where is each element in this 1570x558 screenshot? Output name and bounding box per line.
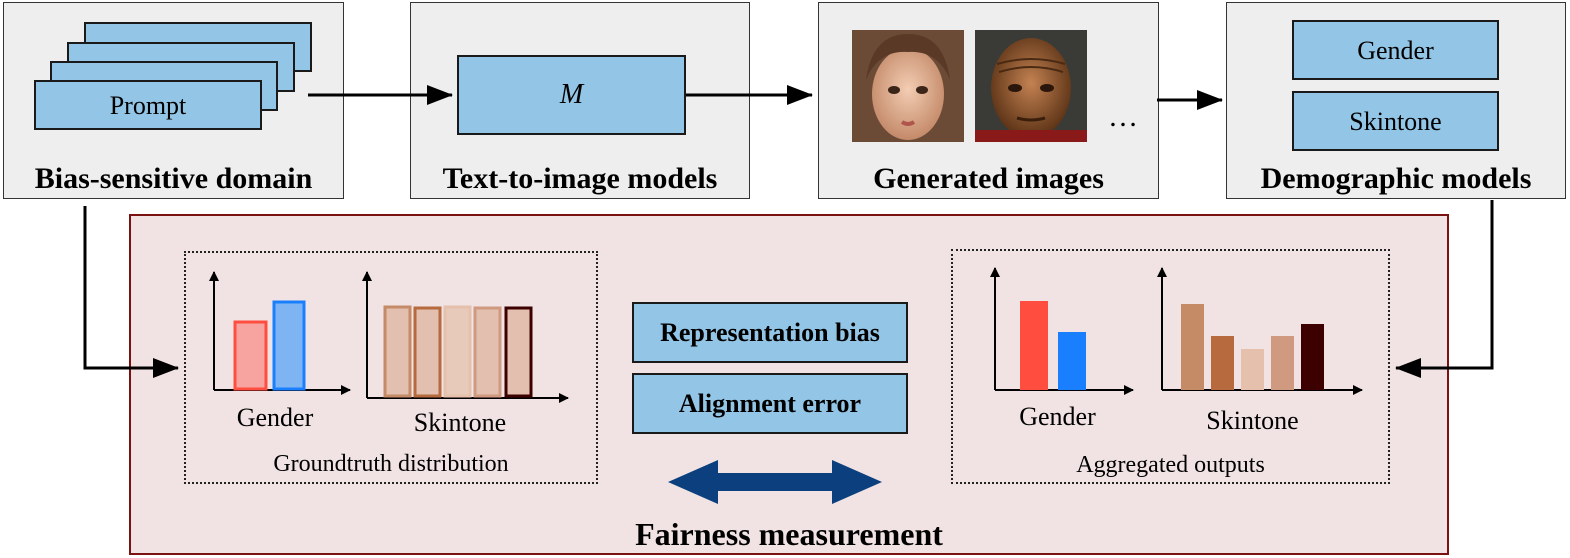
groundtruth-caption: Groundtruth distribution <box>273 451 509 477</box>
representation-bias-label: Representation bias <box>660 318 880 347</box>
prompt-card: Prompt <box>34 80 262 130</box>
agg-gender-bar-female <box>1020 301 1048 390</box>
gt-skintone-bar-1 <box>383 305 412 398</box>
alignment-error-label: Alignment error <box>678 389 862 418</box>
model-symbol: M <box>559 79 584 110</box>
agg-skintone-bar-5 <box>1301 324 1324 390</box>
arrow-demographic-to-aggregated <box>1395 200 1494 378</box>
aggregated-gender-label: Gender <box>1019 402 1096 431</box>
alignment-error-box: Alignment error <box>632 373 908 434</box>
agg-gender-bar-male <box>1058 332 1086 390</box>
gt-skintone-bar-5 <box>504 306 533 398</box>
gt-gender-bar-female <box>233 320 268 391</box>
prompt-label: Prompt <box>109 91 187 120</box>
gt-gender-bar-male <box>272 300 306 391</box>
gt-skintone-bar-3 <box>443 305 472 398</box>
arrow-domain-to-groundtruth <box>83 206 179 378</box>
aggregated-caption: Aggregated outputs <box>1076 452 1265 478</box>
generated-title: Generated images <box>873 162 1104 195</box>
demographic-gender-box: Gender <box>1292 20 1499 80</box>
groundtruth-box <box>184 251 598 484</box>
representation-bias-box: Representation bias <box>632 302 908 363</box>
generated-ellipsis: … <box>1108 100 1138 133</box>
aggregated-box <box>951 249 1390 484</box>
groundtruth-gender-label: Gender <box>236 403 314 432</box>
demographic-skintone-box: Skintone <box>1292 91 1499 151</box>
agg-skintone-bar-2 <box>1211 336 1234 390</box>
demographic-gender-label: Gender <box>1357 36 1434 65</box>
double-arrow <box>668 460 882 504</box>
agg-skintone-bar-1 <box>1181 304 1204 390</box>
bias-domain-title: Bias-sensitive domain <box>34 162 313 195</box>
aggregated-skintone-label: Skintone <box>1206 406 1299 435</box>
demographic-title: Demographic models <box>1260 162 1532 195</box>
agg-skintone-bar-3 <box>1241 349 1264 390</box>
fairness-title: Fairness measurement <box>635 516 943 552</box>
model-box: M <box>457 55 686 135</box>
generated-face-young-woman <box>852 30 964 142</box>
gt-skintone-bar-2 <box>413 306 442 398</box>
t2i-title: Text-to-image models <box>442 162 718 195</box>
gt-skintone-bar-4 <box>473 306 502 398</box>
demographic-skintone-label: Skintone <box>1349 107 1442 136</box>
agg-skintone-bar-4 <box>1271 336 1294 390</box>
groundtruth-skintone-label: Skintone <box>413 408 507 437</box>
generated-face-elderly-man <box>975 30 1087 142</box>
